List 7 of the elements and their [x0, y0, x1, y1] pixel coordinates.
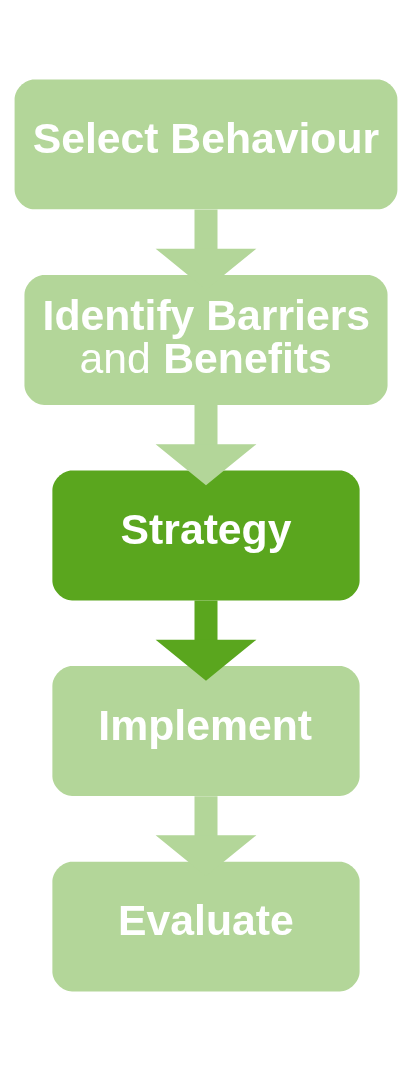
node-box: Select Behaviour [14, 79, 398, 209]
node-box: Implement [52, 665, 360, 796]
node-box: Strategy [52, 470, 360, 600]
arrow [155, 404, 257, 485]
node-box: Evaluate [52, 861, 360, 991]
arrow [155, 600, 257, 681]
node-box: Identify Barriers and Benefits [24, 274, 388, 405]
